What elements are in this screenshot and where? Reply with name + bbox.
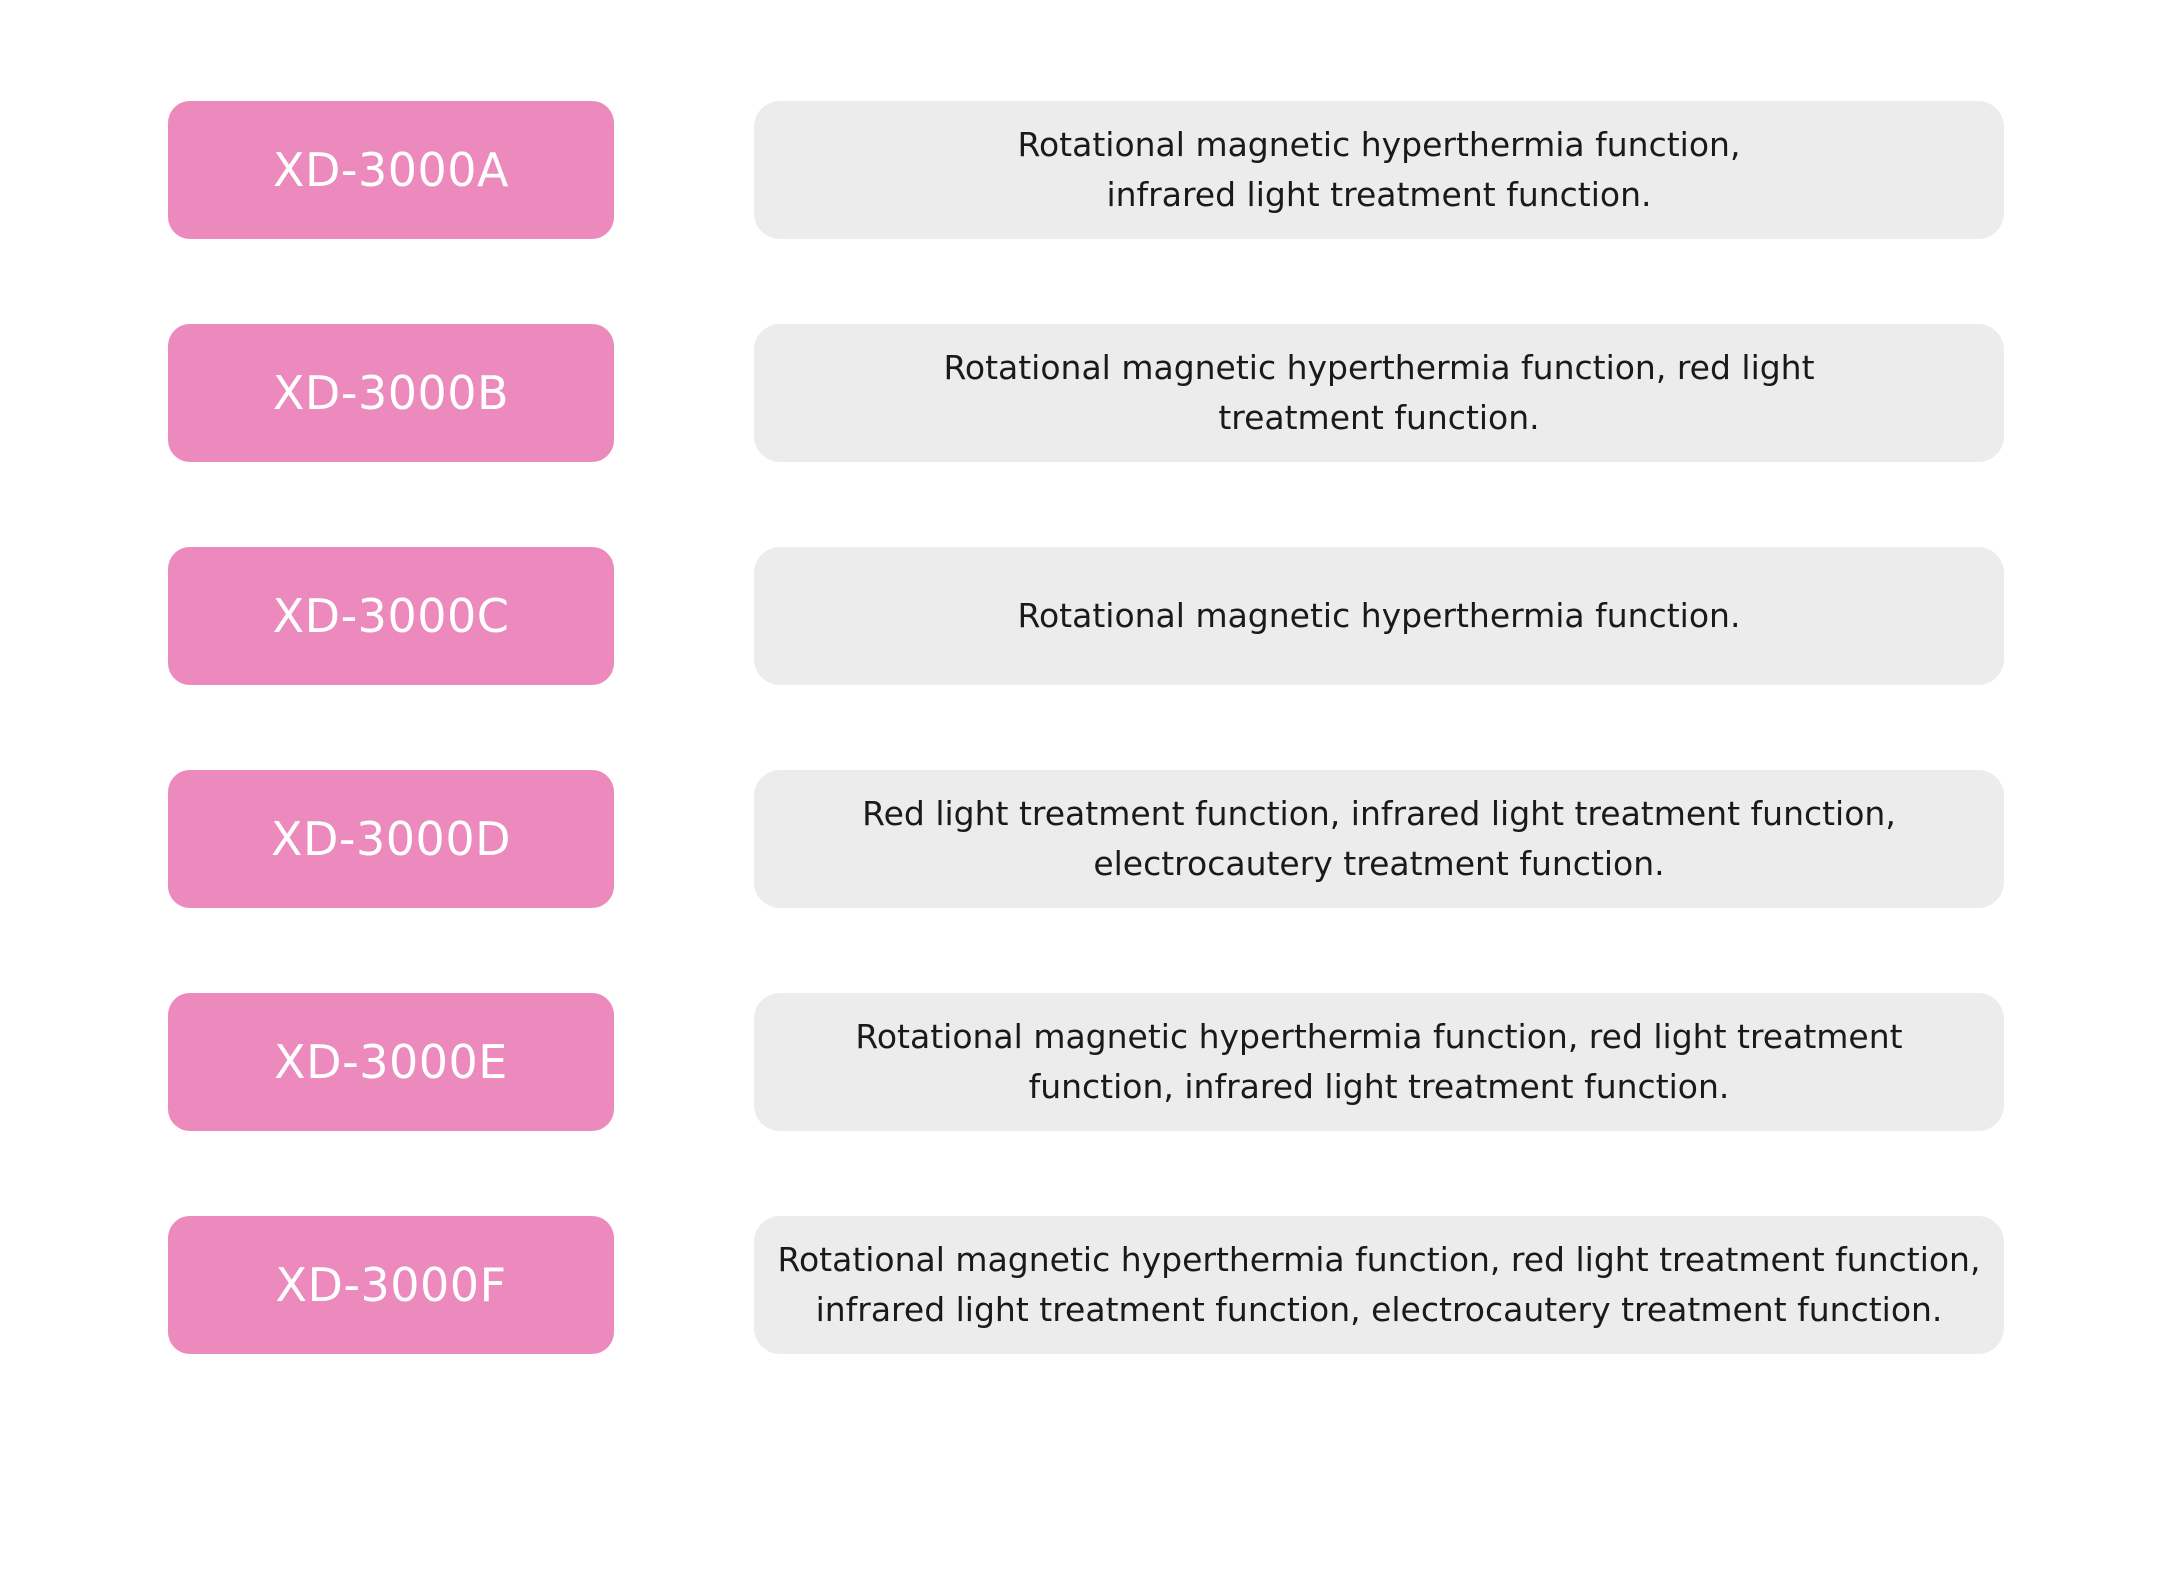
- product-row-b: XD-3000B Rotational magnetic hyperthermi…: [168, 324, 2004, 462]
- description-panel: Rotational magnetic hyperthermia functio…: [754, 324, 2004, 462]
- product-row-a: XD-3000A Rotational magnetic hyperthermi…: [168, 101, 2004, 239]
- description-panel: Red light treatment function, infrared l…: [754, 770, 2004, 908]
- model-badge: XD-3000D: [168, 770, 614, 908]
- model-badge: XD-3000A: [168, 101, 614, 239]
- description-text: Rotational magnetic hyperthermia functio…: [1017, 125, 1741, 214]
- model-label: XD-3000D: [270, 812, 512, 866]
- model-label: XD-3000F: [275, 1258, 507, 1312]
- description-panel: Rotational magnetic hyperthermia functio…: [754, 101, 2004, 239]
- description-text: Red light treatment function, infrared l…: [862, 794, 1896, 883]
- model-badge: XD-3000B: [168, 324, 614, 462]
- model-badge: XD-3000F: [168, 1216, 614, 1354]
- product-row-d: XD-3000D Red light treatment function, i…: [168, 770, 2004, 908]
- product-row-e: XD-3000E Rotational magnetic hyperthermi…: [168, 993, 2004, 1131]
- description-text: Rotational magnetic hyperthermia functio…: [1017, 596, 1741, 635]
- description-text: Rotational magnetic hyperthermia functio…: [855, 1017, 1903, 1106]
- model-label: XD-3000B: [272, 366, 510, 420]
- model-label: XD-3000E: [274, 1035, 508, 1089]
- model-label: XD-3000A: [272, 143, 510, 197]
- description-panel: Rotational magnetic hyperthermia functio…: [754, 547, 2004, 685]
- description-panel: Rotational magnetic hyperthermia functio…: [754, 993, 2004, 1131]
- model-badge: XD-3000C: [168, 547, 614, 685]
- model-badge: XD-3000E: [168, 993, 614, 1131]
- product-row-f: XD-3000F Rotational magnetic hyperthermi…: [168, 1216, 2004, 1354]
- description-text: Rotational magnetic hyperthermia functio…: [943, 348, 1815, 437]
- product-row-c: XD-3000C Rotational magnetic hyperthermi…: [168, 547, 2004, 685]
- description-panel: Rotational magnetic hyperthermia functio…: [754, 1216, 2004, 1354]
- description-text: Rotational magnetic hyperthermia functio…: [777, 1240, 1981, 1329]
- model-label: XD-3000C: [272, 589, 510, 643]
